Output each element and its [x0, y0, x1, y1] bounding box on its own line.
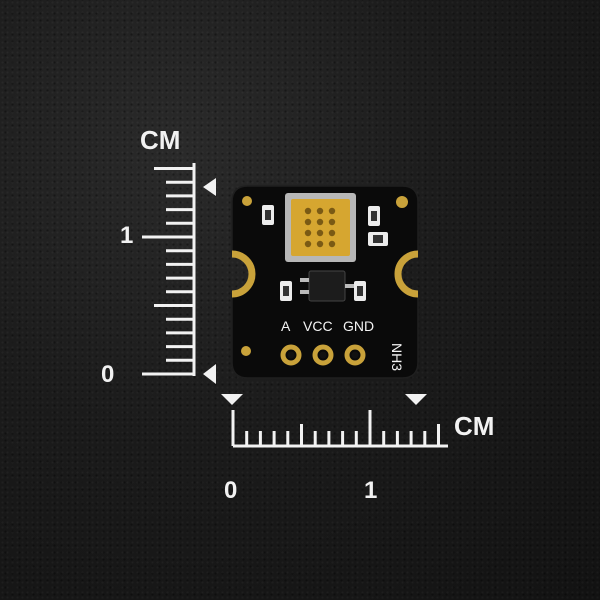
horizontal-scale-one: 1	[364, 477, 377, 504]
model-label: NH3	[389, 343, 405, 371]
sensor-vent-holes	[304, 207, 336, 248]
pin-hole-vcc	[312, 344, 334, 366]
vertical-scale-zero: 0	[101, 361, 114, 388]
horizontal-ticks	[231, 410, 440, 446]
vent-hole	[304, 218, 312, 226]
vent-hole	[304, 240, 312, 248]
vent-hole	[328, 218, 336, 226]
horizontal-scale-unit: CM	[454, 411, 494, 441]
vent-hole	[328, 240, 336, 248]
horizontal-ruler: CM 0 1	[221, 394, 494, 504]
sensor-board: A VCC GND NH3	[231, 185, 419, 379]
vent-hole	[316, 229, 324, 237]
right-castellation	[394, 250, 419, 298]
sensor-lid	[291, 199, 350, 256]
top-left-pad	[242, 196, 252, 206]
horizontal-left-marker-icon	[221, 394, 243, 405]
vent-hole	[304, 207, 312, 215]
pin-hole-a	[280, 344, 302, 366]
vent-hole	[328, 229, 336, 237]
pin-label-a: A	[281, 318, 291, 334]
vertical-ruler: CM 1 0	[101, 125, 216, 388]
vertical-scale-one: 1	[120, 222, 133, 249]
smd-components	[262, 205, 388, 302]
pin-label-gnd: GND	[343, 318, 374, 334]
pin-hole-gnd	[344, 344, 366, 366]
vertical-scale-unit: CM	[140, 125, 180, 155]
bottom-left-pad	[241, 346, 251, 356]
vent-hole	[316, 207, 324, 215]
pin-label-vcc: VCC	[303, 318, 333, 334]
vent-hole	[316, 218, 324, 226]
vertical-top-marker-icon	[203, 178, 216, 196]
left-castellation	[231, 250, 256, 298]
vertical-ticks	[142, 167, 194, 376]
header-pins	[280, 344, 366, 366]
vent-hole	[304, 229, 312, 237]
vent-hole	[316, 240, 324, 248]
gas-sensor-chip	[285, 193, 356, 262]
top-right-pad	[396, 196, 408, 208]
vent-hole	[328, 207, 336, 215]
ic-chip	[308, 270, 346, 302]
horizontal-scale-zero: 0	[224, 477, 237, 504]
horizontal-right-marker-icon	[405, 394, 427, 405]
vertical-bottom-marker-icon	[203, 364, 216, 384]
